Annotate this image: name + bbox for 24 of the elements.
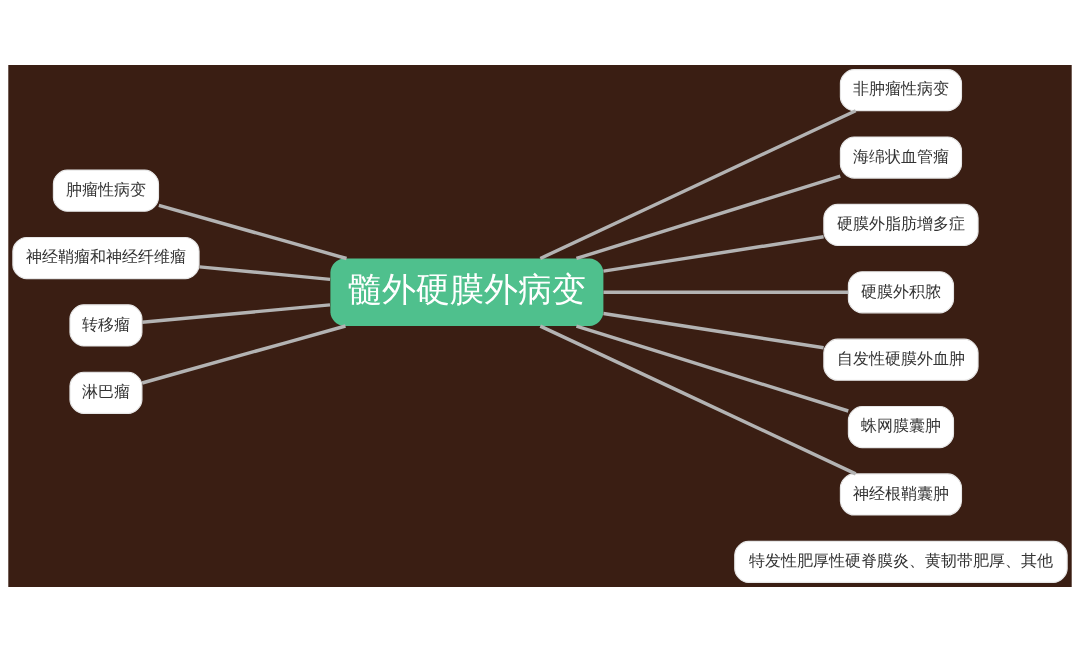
node-box: 蛛网膜囊肿 [847,405,955,449]
node-box: 非肿瘤性病变 [839,69,963,112]
node-box: 自发性硬膜外血肿 [823,338,979,381]
connector [603,290,849,294]
node-box: 淋巴瘤 [69,371,143,414]
connector [539,109,857,260]
connector [603,235,824,273]
node-box: 神经鞘瘤和神经纤维瘤 [12,236,200,280]
node-box: 转移瘤 [69,304,143,347]
connector [603,311,824,350]
node-box: 硬膜外积脓 [847,271,955,314]
node-box: 特发性肥厚性硬脊膜炎、黄韧带肥厚、其他 [734,540,1068,583]
connector [158,203,347,261]
node-box: 神经根鞘囊肿 [839,473,963,516]
connector [575,174,841,261]
node-box: 髓外硬膜外病变 [330,258,604,326]
connector [141,324,346,385]
connector [539,324,857,476]
connector [141,303,331,324]
node-box: 海绵状血管瘤 [839,136,963,179]
connector [199,265,331,282]
node-box: 肿瘤性病变 [52,169,160,212]
node-box: 硬膜外脂肪增多症 [823,203,979,247]
connector [575,324,849,413]
